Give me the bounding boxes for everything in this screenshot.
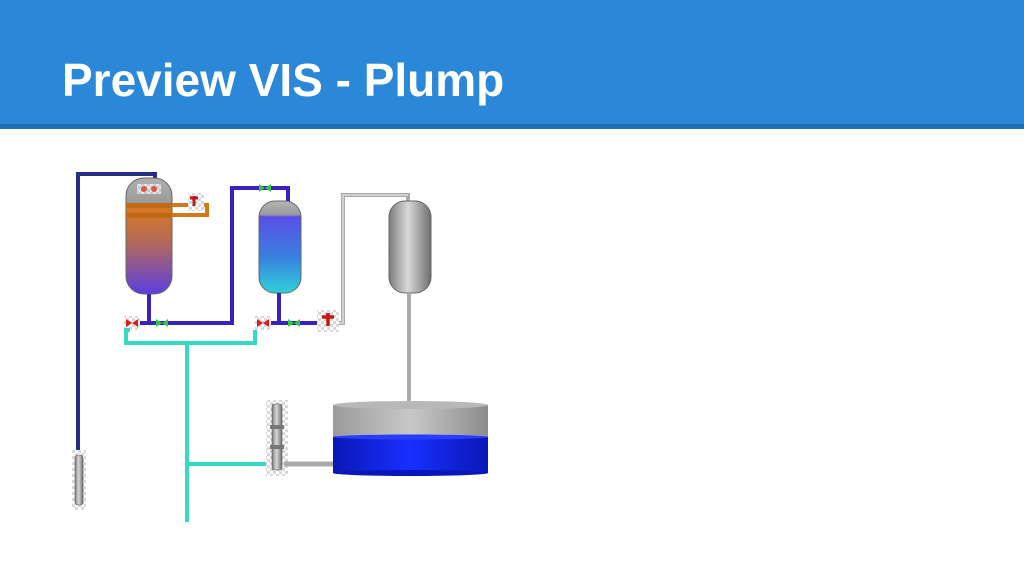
- valve-red-left[interactable]: [124, 316, 140, 330]
- valve-green-b[interactable]: [288, 319, 300, 327]
- valve-a-top[interactable]: [190, 196, 198, 206]
- valve-green-1[interactable]: [156, 319, 168, 327]
- valve-red-b-left[interactable]: [255, 316, 271, 330]
- pump[interactable]: [266, 400, 288, 476]
- valve-green-top[interactable]: [259, 184, 271, 192]
- vessel-b: [258, 200, 302, 294]
- gray-separator-vessel: [388, 200, 432, 294]
- purple-transfer-pipe: [130, 186, 290, 325]
- storage-tank: [333, 401, 488, 476]
- slide-header: Preview VIS - Plump: [0, 0, 1024, 129]
- slide-title: Preview VIS - Plump: [62, 54, 505, 106]
- valve-red-gray-line[interactable]: [317, 310, 339, 332]
- cyan-return-pipe: [124, 328, 270, 522]
- vessel-a: [125, 177, 173, 295]
- probe-sensor: [72, 450, 86, 510]
- orange-recirc-pipe: [172, 193, 209, 217]
